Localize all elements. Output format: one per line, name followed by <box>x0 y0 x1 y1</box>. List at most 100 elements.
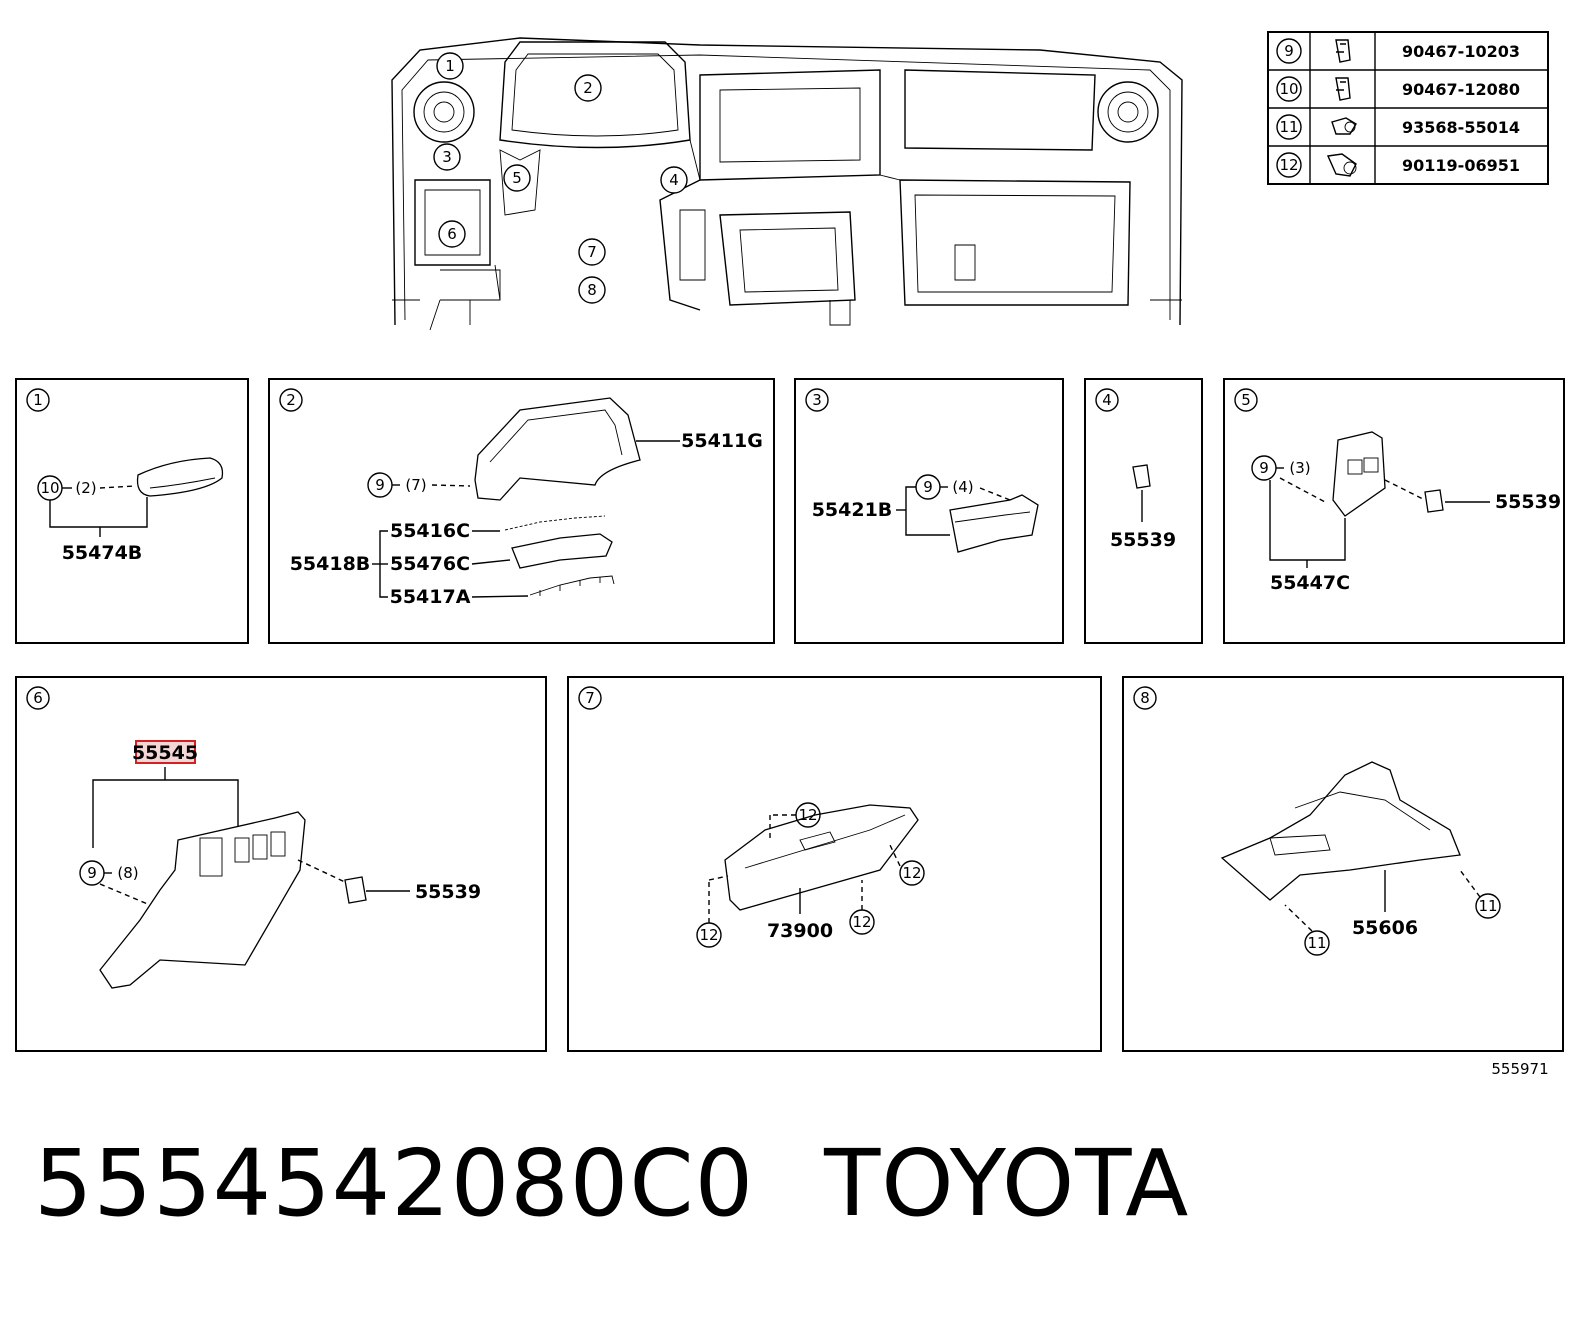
part-55539-shape <box>1132 464 1151 489</box>
svg-text:1: 1 <box>33 391 43 409</box>
svg-text:55411G: 55411G <box>681 430 763 452</box>
svg-text:3: 3 <box>442 148 452 166</box>
panel-4: 4 55539 <box>1084 378 1203 644</box>
part-55539-shape <box>1424 489 1444 513</box>
clip-icon <box>1335 77 1351 101</box>
clip-icon <box>1335 39 1351 63</box>
part-55416c-shape <box>504 515 606 531</box>
panel-1: 1 10 (2) 55474B <box>15 378 249 644</box>
svg-text:12: 12 <box>852 913 871 931</box>
svg-text:12: 12 <box>699 926 718 944</box>
svg-text:6: 6 <box>33 689 43 707</box>
diagram-id: 555971 <box>1491 1060 1548 1078</box>
svg-text:1: 1 <box>445 57 455 75</box>
table-row: 12 90119-06951 <box>1276 152 1520 178</box>
svg-text:90119-06951: 90119-06951 <box>1402 156 1520 175</box>
part-55447c-shape <box>1332 431 1386 517</box>
bolt-icon <box>1326 153 1357 177</box>
panel-5: 5 9 (3) 55539 55447C <box>1223 378 1565 644</box>
part-55539-shape <box>344 876 367 904</box>
part-55476c-shape <box>511 533 613 569</box>
table-row: 9 90467-10203 <box>1276 38 1520 64</box>
svg-text:10: 10 <box>40 479 59 497</box>
svg-text:12: 12 <box>1279 156 1298 174</box>
svg-text:(3): (3) <box>1289 459 1310 477</box>
part-73900-shape <box>724 804 919 911</box>
svg-text:2: 2 <box>286 391 296 409</box>
callout-2: 2 <box>574 74 602 102</box>
panel-7: 7 12 12 12 12 73900 <box>567 676 1102 1052</box>
svg-text:12: 12 <box>902 864 921 882</box>
svg-text:8: 8 <box>1140 689 1150 707</box>
fastener-table: 9 90467-10203 10 90467-12080 11 93568-55… <box>1267 31 1549 185</box>
svg-text:55545: 55545 <box>132 742 198 764</box>
svg-text:4: 4 <box>669 171 679 189</box>
svg-text:55606: 55606 <box>1352 917 1418 939</box>
svg-text:55539: 55539 <box>415 881 481 903</box>
callout-3: 3 <box>433 143 461 171</box>
svg-text:90467-12080: 90467-12080 <box>1402 80 1520 99</box>
svg-text:90467-10203: 90467-10203 <box>1402 42 1520 61</box>
svg-text:93568-55014: 93568-55014 <box>1402 118 1520 137</box>
svg-text:7: 7 <box>585 689 595 707</box>
svg-text:8: 8 <box>587 281 597 299</box>
callout-8: 8 <box>578 276 606 304</box>
svg-text:73900: 73900 <box>767 920 833 942</box>
callout-4: 4 <box>660 166 688 194</box>
svg-text:55539: 55539 <box>1495 491 1561 513</box>
callout-6: 6 <box>438 220 466 248</box>
svg-text:(8): (8) <box>117 864 138 882</box>
svg-text:3: 3 <box>812 391 822 409</box>
caption-brand: TOYOTA <box>824 1130 1190 1237</box>
panel-2: 2 55411G 9 (7) 55416C 55476C 55417A 5541… <box>268 378 775 644</box>
table-row: 10 90467-12080 <box>1276 76 1520 102</box>
svg-text:11: 11 <box>1279 118 1298 136</box>
svg-text:9: 9 <box>923 478 933 496</box>
svg-text:4: 4 <box>1102 391 1112 409</box>
svg-text:55416C: 55416C <box>390 520 470 542</box>
svg-text:2: 2 <box>583 79 593 97</box>
svg-text:55418B: 55418B <box>290 553 371 575</box>
svg-text:11: 11 <box>1307 934 1326 952</box>
svg-text:55447C: 55447C <box>1270 572 1350 594</box>
svg-text:5: 5 <box>1241 391 1251 409</box>
callout-1: 1 <box>436 52 464 80</box>
svg-text:7: 7 <box>587 243 597 261</box>
screw-icon <box>1331 117 1357 135</box>
caption-part-number: 5554542080C0 <box>34 1130 755 1237</box>
overview-callouts: 1 2 3 4 5 6 7 8 <box>433 52 688 304</box>
panel-8: 8 11 11 55606 <box>1122 676 1564 1052</box>
part-55411g-shape <box>474 397 641 501</box>
callout-5: 5 <box>503 164 531 192</box>
svg-text:10: 10 <box>1279 80 1298 98</box>
svg-text:55474B: 55474B <box>62 542 143 564</box>
svg-text:(2): (2) <box>75 479 96 497</box>
svg-text:9: 9 <box>87 864 97 882</box>
svg-text:55539: 55539 <box>1110 529 1176 551</box>
svg-text:9: 9 <box>1284 42 1294 60</box>
part-55606-shape <box>1220 761 1461 901</box>
svg-text:(7): (7) <box>405 476 426 494</box>
part-55474b-shape <box>136 457 224 497</box>
callout-7: 7 <box>578 238 606 266</box>
svg-text:(4): (4) <box>952 478 973 496</box>
svg-text:9: 9 <box>375 476 385 494</box>
svg-text:11: 11 <box>1478 897 1497 915</box>
svg-text:6: 6 <box>447 225 457 243</box>
svg-text:55421B: 55421B <box>812 499 893 521</box>
part-55421b-shape <box>949 494 1039 553</box>
panel-6: 6 55545 9 (8) 55539 <box>15 676 547 1052</box>
panel-3: 3 9 (4) 55421B <box>794 378 1064 644</box>
svg-text:9: 9 <box>1259 459 1269 477</box>
svg-text:55476C: 55476C <box>390 553 470 575</box>
svg-text:5: 5 <box>512 169 522 187</box>
part-55545-shape <box>99 811 306 989</box>
part-55417a-shape <box>529 575 615 596</box>
svg-text:55417A: 55417A <box>390 586 471 608</box>
dashboard-overview <box>391 37 1183 331</box>
part-number-highlight: 55545 <box>132 740 198 764</box>
table-row: 11 93568-55014 <box>1276 114 1520 140</box>
part-caption: 5554542080C0 TOYOTA <box>34 1130 1189 1237</box>
svg-text:12: 12 <box>798 806 817 824</box>
